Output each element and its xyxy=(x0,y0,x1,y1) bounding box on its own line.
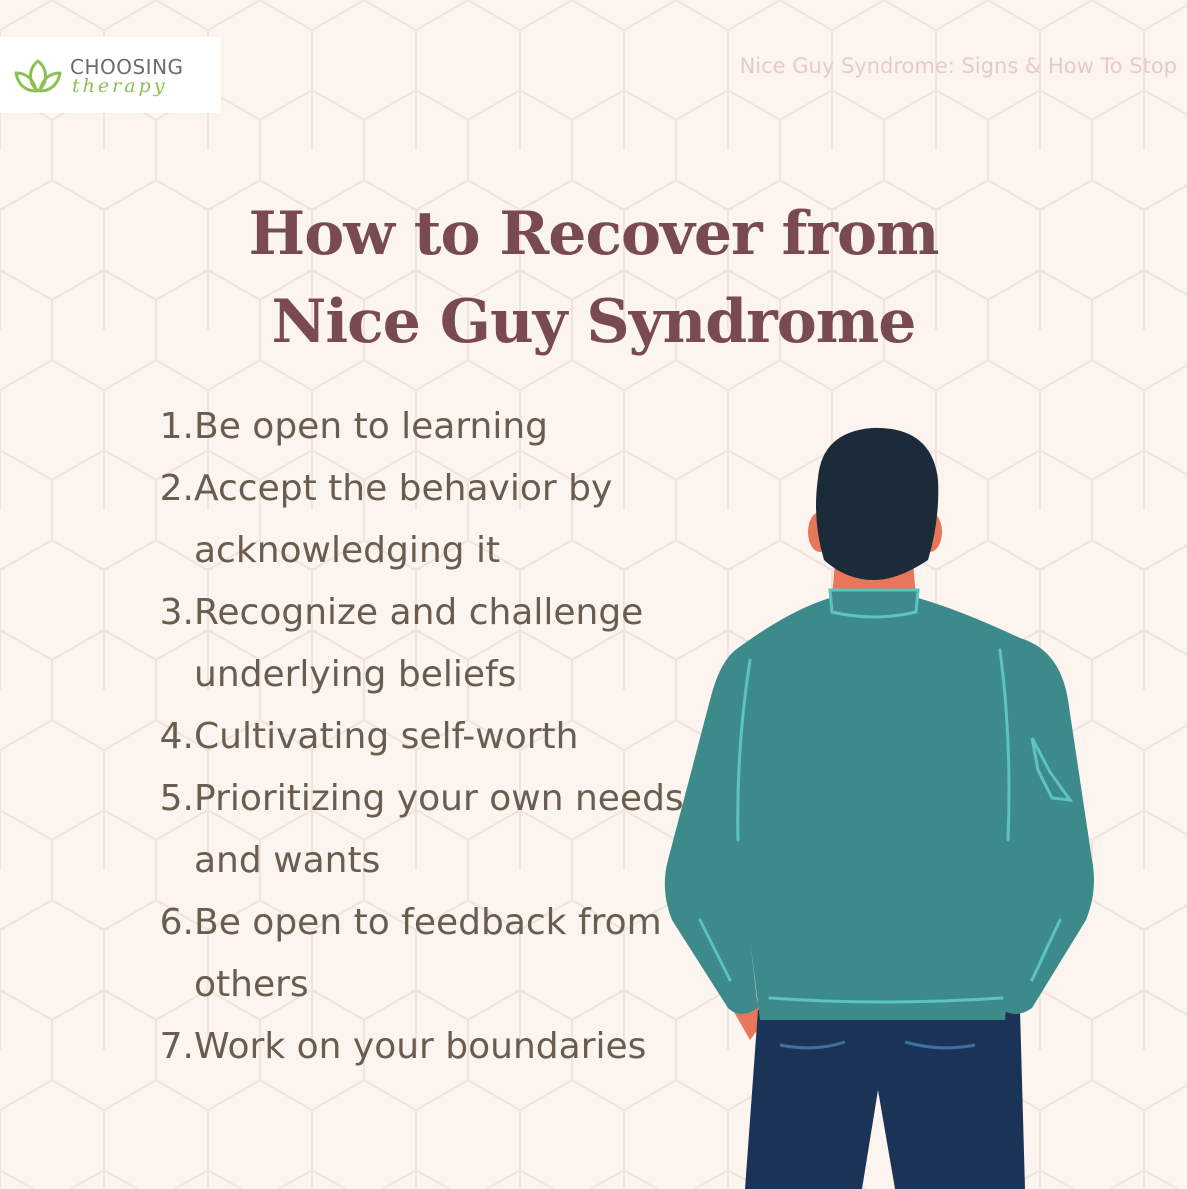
list-item-text: Recognize and challenge underlying belie… xyxy=(194,592,644,695)
lotus-icon xyxy=(14,59,62,93)
list-item-number: 1. xyxy=(159,406,194,447)
logo-wordmark-bottom: therapy xyxy=(72,75,168,97)
choosing-therapy-logo[interactable]: CHOOSING therapy xyxy=(0,37,221,113)
list-item-text: Be open to learning xyxy=(194,406,549,447)
page-title-line-1: How to Recover from xyxy=(248,199,940,269)
list-item-number: 4. xyxy=(159,716,194,757)
list-item-text: Cultivating self-worth xyxy=(194,716,579,757)
list-item: 2.Accept the behavior by acknowledging i… xyxy=(150,458,710,582)
list-item-text: Accept the behavior by acknowledging it xyxy=(194,468,613,571)
page-title: How to Recover from Nice Guy Syndrome xyxy=(0,190,1187,366)
list-item: 4.Cultivating self-worth xyxy=(150,706,710,768)
logo-wordmark-top: CHOOSING xyxy=(70,55,184,79)
list-item-number: 3. xyxy=(159,592,194,633)
list-item-text: Be open to feedback from others xyxy=(194,902,662,1005)
list-item: 5.Prioritizing your own needs and wants xyxy=(150,768,710,892)
list-item-text: Prioritizing your own needs and wants xyxy=(194,778,684,881)
list-item-number: 2. xyxy=(159,468,194,509)
list-item-text: Work on your boundaries xyxy=(194,1026,647,1067)
list-item: 1.Be open to learning xyxy=(150,396,710,458)
man-from-behind-illustration xyxy=(664,427,1094,1189)
list-item: 3.Recognize and challenge underlying bel… xyxy=(150,582,710,706)
article-title: Nice Guy Syndrome: Signs & How To Stop xyxy=(739,54,1177,78)
list-item-number: 6. xyxy=(159,902,194,943)
page-title-line-2: Nice Guy Syndrome xyxy=(271,287,917,357)
list-item: 6.Be open to feedback from others xyxy=(150,892,710,1016)
list-item-number: 5. xyxy=(159,778,194,819)
list-item: 7.Work on your boundaries xyxy=(150,1016,710,1078)
recovery-steps-list: 1.Be open to learning 2.Accept the behav… xyxy=(150,396,710,1078)
list-item-number: 7. xyxy=(159,1026,194,1067)
